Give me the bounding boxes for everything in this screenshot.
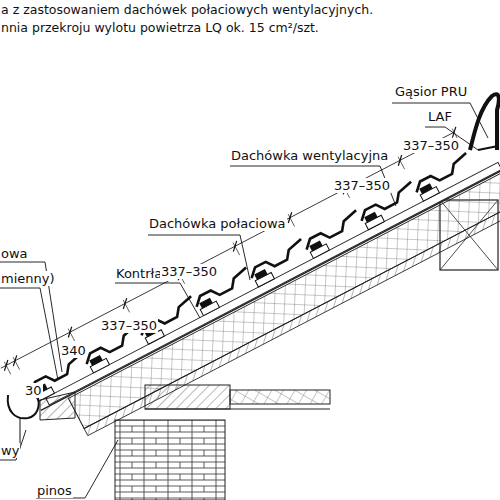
brick-wall	[115, 420, 225, 500]
part-label: mienny)	[0, 271, 56, 286]
part-label: wy	[0, 443, 20, 458]
dimension-label: 340	[60, 343, 87, 358]
dimension-label: 337–350	[333, 178, 391, 193]
dimension-label: 30	[24, 383, 43, 398]
batten	[255, 273, 274, 288]
ridge-tile	[470, 94, 499, 150]
dim-ext	[123, 300, 129, 312]
leader-lines	[0, 103, 488, 498]
dim-ext	[288, 214, 294, 226]
roof-tile	[246, 239, 307, 278]
batten	[365, 215, 384, 230]
part-label: Dachówka wentylacyjna	[230, 148, 389, 163]
dim-ext	[68, 329, 74, 341]
floor-insulation	[230, 390, 330, 404]
part-label: owa	[0, 246, 29, 261]
batten	[310, 244, 329, 259]
dim-ext	[233, 243, 239, 255]
part-label: nnia przekroju wylotu powietrza LQ ok. 1…	[0, 20, 320, 35]
part-label: a z zastosowaniem dachówek połaciowych w…	[0, 2, 374, 17]
part-label: Gąsior PRU	[394, 84, 468, 99]
batten	[200, 301, 219, 316]
dimension-label: 337–350	[100, 318, 158, 333]
roof-tile	[301, 210, 362, 249]
batten	[420, 187, 439, 202]
dimension-label: 337–350	[402, 138, 460, 153]
dim-ext	[13, 357, 19, 369]
dim-ext	[398, 157, 404, 169]
fascia	[40, 392, 75, 420]
dim-ext	[4, 362, 10, 374]
part-label: LAF	[427, 109, 453, 124]
part-label: Dachówka połaciowa	[148, 216, 287, 231]
gutter	[8, 395, 39, 418]
roof-layers	[0, 117, 500, 457]
part-label: pinos	[36, 483, 73, 498]
batten	[90, 358, 109, 373]
dimension-label: 337–350	[160, 264, 218, 279]
roof-tile	[411, 153, 472, 192]
